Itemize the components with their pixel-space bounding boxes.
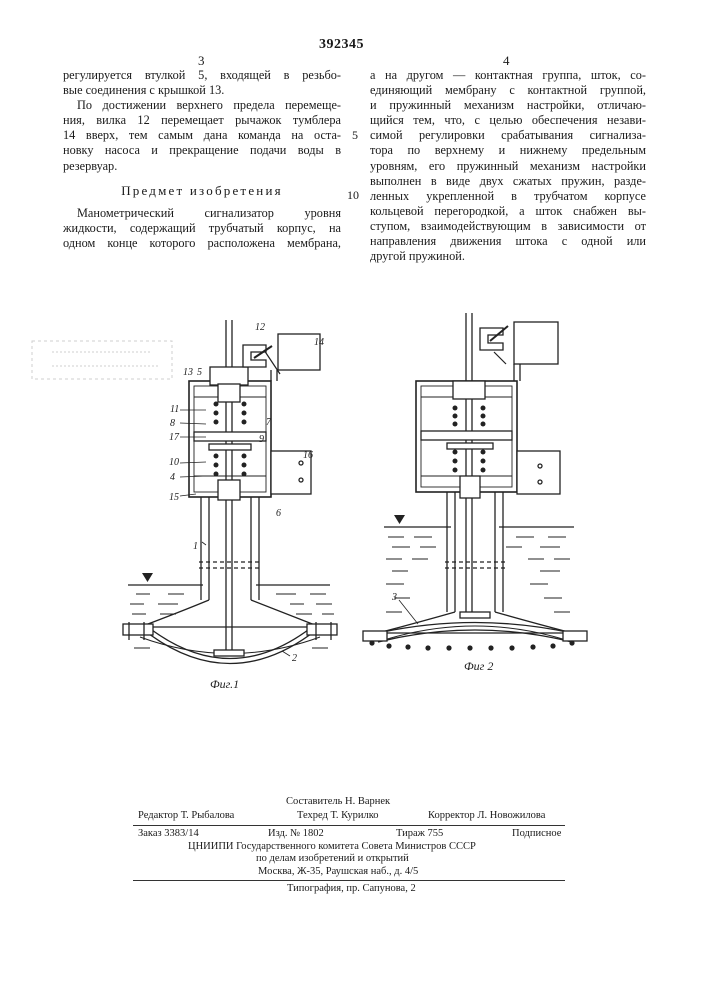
- subscription: Подписное: [512, 828, 561, 839]
- part-label: 5: [197, 367, 202, 378]
- part-label: 4: [170, 472, 175, 483]
- figure-2: 3 Фиг 2: [363, 313, 587, 673]
- contact-group-fig1: [243, 334, 320, 381]
- publication-number: Изд. № 1802: [268, 828, 324, 839]
- figure-caption: Фиг.1: [210, 677, 239, 691]
- bracket-fig2: [517, 451, 560, 494]
- printing-house: Типография, пр. Сапунова, 2: [287, 883, 416, 894]
- part-label: 9: [259, 434, 264, 445]
- faded-stamp: [32, 341, 172, 379]
- membrane-fig1: [123, 600, 337, 664]
- divider: [133, 825, 565, 826]
- part-label: 1: [193, 541, 198, 552]
- membrane-bolts-fig2: [369, 640, 574, 650]
- part-label: 8: [170, 418, 175, 429]
- institute-name: ЦНИИПИ Государственного комитета Совета …: [188, 841, 476, 852]
- contact-group-fig2: [480, 322, 558, 381]
- figure-1: 12 14 13 5 11 8 17 7 9 10 4 16 15 6 1 2 …: [123, 320, 337, 691]
- circulation: Тираж 755: [396, 828, 443, 839]
- housing-fig2: [416, 381, 517, 498]
- order-number: Заказ 3383/14: [138, 828, 199, 839]
- part-label: 12: [255, 322, 265, 333]
- stem-fig2: [466, 313, 472, 612]
- part-label: 16: [303, 450, 313, 461]
- institute-address: Москва, Ж-35, Раушская наб., д. 4/5: [258, 866, 418, 877]
- corrector: Корректор Л. Новожилова: [428, 810, 545, 821]
- part-label: 6: [276, 508, 281, 519]
- part-label: 15: [169, 492, 179, 503]
- divider: [133, 880, 565, 881]
- tube-body-fig1: [199, 497, 261, 600]
- part-label: 3: [391, 592, 397, 603]
- compiler: Составитель Н. Варнек: [286, 796, 390, 807]
- institute-department: по делам изобретений и открытий: [256, 853, 409, 864]
- part-label: 14: [314, 337, 324, 348]
- figure-caption: Фиг 2: [464, 659, 493, 673]
- water-level-fig1: [128, 573, 334, 648]
- part-label: 10: [169, 457, 179, 468]
- part-label: 11: [170, 404, 179, 415]
- water-level-fig2: [384, 515, 574, 612]
- part-label: 2: [292, 653, 297, 664]
- technical-editor: Техред Т. Курилко: [297, 810, 379, 821]
- editor: Редактор Т. Рыбалова: [138, 810, 234, 821]
- membrane-fig2: [363, 612, 587, 642]
- tube-body-fig2: [445, 492, 505, 612]
- part-label: 13: [183, 367, 193, 378]
- part-label: 17: [169, 432, 180, 443]
